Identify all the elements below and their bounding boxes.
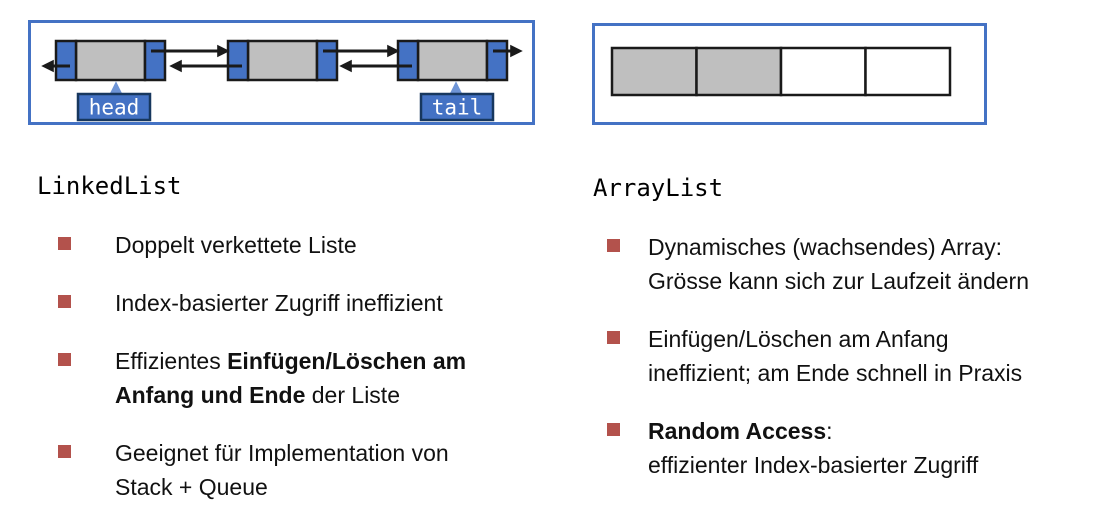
bullet-icon <box>58 445 71 458</box>
node-data-cell <box>74 39 147 82</box>
right-column-title: ArrayList <box>593 174 724 202</box>
node-next-cell <box>315 39 339 82</box>
array-frame <box>592 23 987 125</box>
node-data-cell <box>416 39 489 82</box>
array-cell-empty <box>779 46 867 97</box>
bullet-line: Grösse kann sich zur Laufzeit ändern <box>648 268 1029 294</box>
array-cell-filled <box>610 46 698 97</box>
bullet-line: Index-basierter Zugriff ineffizient <box>115 290 443 316</box>
bullet-line: ineffizient; am Ende schnell in Praxis <box>648 360 1023 386</box>
list-item: Index-basierter Zugriff ineffizient <box>58 286 466 320</box>
tail-label: tail <box>432 96 483 120</box>
list-item: Random Access: effizienter Index-basierte… <box>607 414 1029 482</box>
head-label: head <box>89 96 140 120</box>
node-next-cell <box>485 39 509 82</box>
bullet-line: Random Access: <box>648 418 833 444</box>
bullet-icon <box>58 237 71 250</box>
bullet-line: Effizientes Einfügen/Löschen am <box>115 348 467 374</box>
list-node <box>396 39 509 82</box>
array-cells <box>610 46 952 97</box>
bullet-icon <box>607 239 620 252</box>
array-cell-empty <box>864 46 952 97</box>
bullet-icon <box>607 331 620 344</box>
bullet-line: Dynamisches (wachsendes) Array: <box>648 234 1003 260</box>
bullet-line: Anfang und Ende der Liste <box>115 382 400 408</box>
list-item: Einfügen/Löschen am Anfang ineffizient; a… <box>607 322 1029 390</box>
bullet-line: Einfügen/Löschen am Anfang <box>648 326 949 352</box>
bullet-line: Stack + Queue <box>115 474 268 500</box>
array-cell-filled <box>695 46 783 97</box>
node-prev-cell <box>54 39 78 82</box>
list-node <box>226 39 339 82</box>
arraylist-bullet-list: Dynamisches (wachsendes) Array: Grösse ka… <box>607 230 1029 506</box>
bullet-line: Doppelt verkettete Liste <box>115 232 357 258</box>
linked-list-frame <box>28 20 535 125</box>
node-data-cell <box>246 39 319 82</box>
head-label-box <box>76 92 152 122</box>
bullet-icon <box>58 353 71 366</box>
node-prev-cell <box>226 39 250 82</box>
tail-pointer: tail <box>419 81 495 122</box>
bullet-icon <box>58 295 71 308</box>
node-prev-cell <box>396 39 420 82</box>
list-item: Doppelt verkettete Liste <box>58 228 466 262</box>
linked-list-diagram: head tail <box>28 20 535 125</box>
bullet-icon <box>607 423 620 436</box>
tail-label-box <box>419 92 495 122</box>
node-next-cell <box>143 39 167 82</box>
head-pointer: head <box>76 81 152 122</box>
left-column-title: LinkedList <box>37 172 182 200</box>
list-node <box>54 39 167 82</box>
array-diagram <box>592 23 987 125</box>
list-item: Effizientes Einfügen/Löschen am Anfang un… <box>58 344 466 412</box>
bullet-line: Geeignet für Implementation von <box>115 440 449 466</box>
bullet-line: effizienter Index-basierter Zugriff <box>648 452 979 478</box>
list-item: Dynamisches (wachsendes) Array: Grösse ka… <box>607 230 1029 298</box>
